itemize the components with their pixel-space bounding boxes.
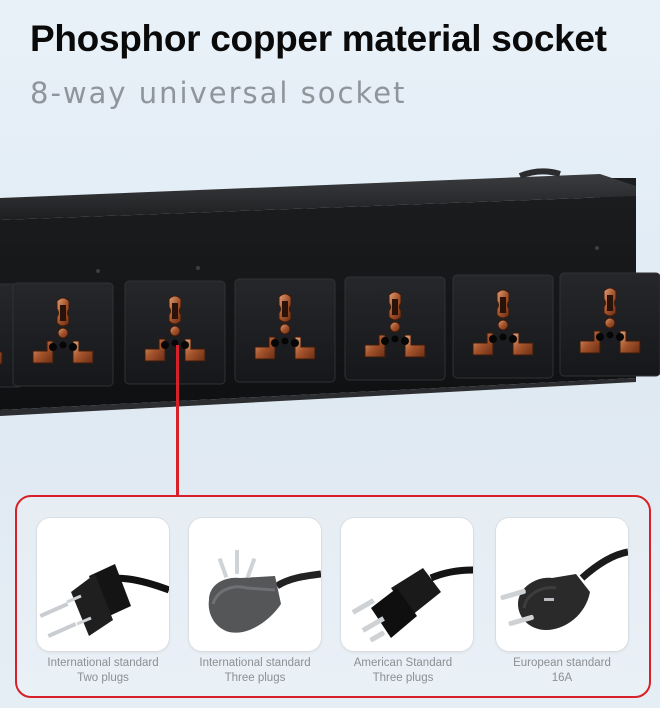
page-title: Phosphor copper material socket xyxy=(30,18,607,59)
us-three-prong-plug-icon xyxy=(351,566,473,642)
plug-card-us xyxy=(341,518,473,651)
page-subtitle: 8-way universal socket xyxy=(30,76,407,110)
pdu-socket-strip-image xyxy=(0,168,660,416)
three-pin-angled-plug-icon xyxy=(208,550,321,633)
callout-line xyxy=(176,345,179,495)
two-pin-plug-icon xyxy=(39,564,169,638)
plug-card-two-pin xyxy=(37,518,169,651)
schuko-plug-icon xyxy=(500,548,628,630)
plug-card-three-pin xyxy=(189,518,321,651)
plug-card-eu xyxy=(496,518,628,651)
